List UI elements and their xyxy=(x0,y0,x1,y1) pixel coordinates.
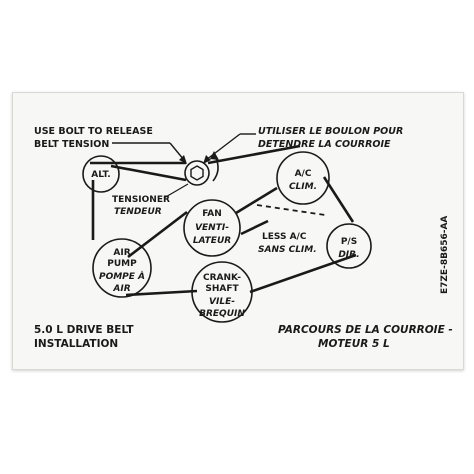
less-ac-belt-path xyxy=(256,204,326,216)
ventilateur-label-2: LATEUR xyxy=(193,236,231,246)
release-text-fr-2: DETENDRE LA COURROIE xyxy=(258,139,391,150)
pompe-label-1: POMPE À xyxy=(99,271,145,282)
tensioner-label: TENSIONER xyxy=(112,195,170,205)
alternator-pulley xyxy=(82,155,120,193)
release-leader-arrow-fr xyxy=(205,133,241,161)
air-pump-pulley xyxy=(92,238,152,298)
fan-label: FAN xyxy=(202,209,222,219)
power-steering-pulley xyxy=(326,223,372,269)
vilebrequin-label-1: VILE- xyxy=(209,297,235,307)
release-arrowhead-fr xyxy=(203,155,211,164)
ventilateur-label-1: VENTI- xyxy=(195,223,229,233)
air-pump-label-1: AIR xyxy=(113,248,130,258)
release-text-en-2: BELT TENSION xyxy=(34,139,109,150)
tendeur-label: TENDEUR xyxy=(114,207,162,217)
crankshaft-label-1: CRANK- xyxy=(203,273,241,283)
pompe-label-2: AIR xyxy=(112,284,130,294)
fan-pulley xyxy=(183,199,241,257)
air-pump-label-2: PUMP xyxy=(107,259,137,269)
sans-clim-label: SANS CLIM. xyxy=(258,245,317,255)
rotation-arrowhead-icon xyxy=(210,151,219,160)
part-number: E7ZE-8B656-AA xyxy=(440,216,450,294)
alternator-label: ALT. xyxy=(91,170,110,180)
drive-belt-decal xyxy=(12,92,464,370)
ps-label-fr: DIR. xyxy=(338,250,359,260)
ac-label: A/C xyxy=(295,169,312,179)
crankshaft-pulley xyxy=(191,261,253,323)
release-text-en-1: USE BOLT TO RELEASE xyxy=(34,126,153,137)
tensioner-bolt-icon xyxy=(190,165,204,181)
tensioner-leader xyxy=(163,183,189,199)
crankshaft-label-2: SHAFT xyxy=(205,284,239,294)
vilebrequin-label-2: BREQUIN xyxy=(199,309,245,319)
less-ac-label: LESS A/C xyxy=(262,232,307,242)
ac-label-fr: CLIM. xyxy=(289,182,317,192)
release-text-fr-1: UTILISER LE BOULON POUR xyxy=(258,126,403,137)
tensioner-pulley xyxy=(184,160,210,186)
title-en-1: 5.0 L DRIVE BELT xyxy=(34,324,134,336)
title-fr-2: MOTEUR 5 L xyxy=(318,338,390,350)
release-leader-arrow-en xyxy=(169,142,185,161)
ps-label: P/S xyxy=(341,237,357,247)
ac-pulley xyxy=(276,151,330,205)
title-fr-1: PARCOURS DE LA COURROIE - xyxy=(278,324,453,336)
title-en-2: INSTALLATION xyxy=(34,338,118,350)
